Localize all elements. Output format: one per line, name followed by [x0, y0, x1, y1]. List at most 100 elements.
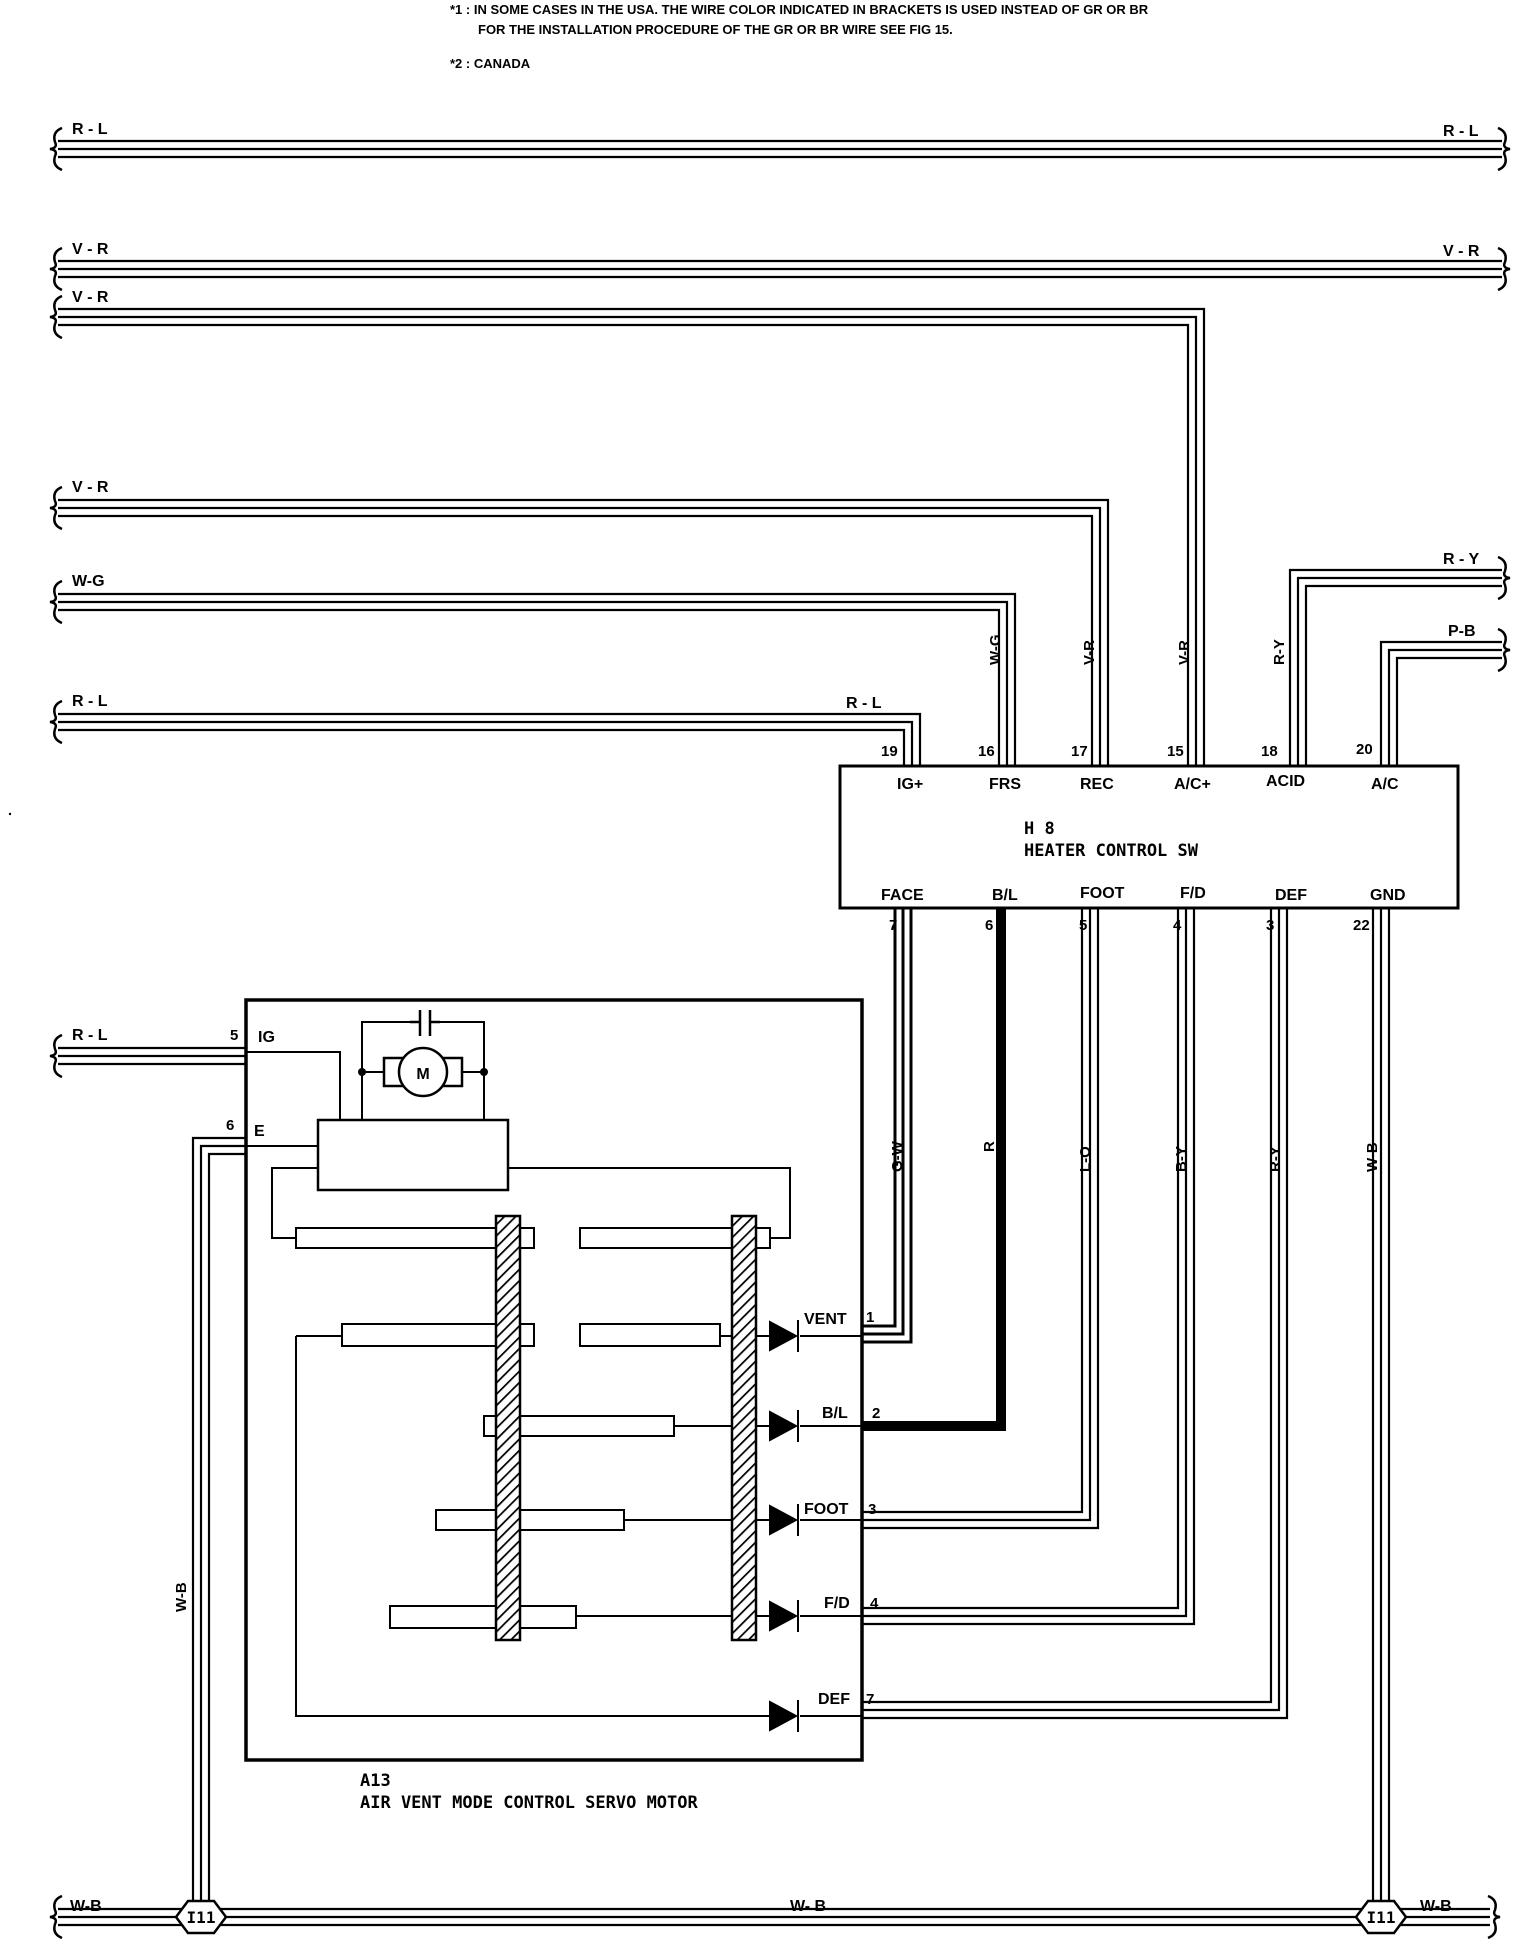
- diode-b-l-icon: [769, 1410, 799, 1442]
- label-r-l-ig-left: R - L: [72, 693, 108, 710]
- slider-bar-left: [494, 1214, 522, 1642]
- footnote-1: *1 : IN SOME CASES IN THE USA. THE WIRE …: [450, 2, 1149, 17]
- mode-wires: [58, 908, 1490, 1927]
- servo-motor: 5 IG 6 E: [226, 998, 880, 1813]
- wire-w-g: [58, 592, 1017, 766]
- term-gnd: GND: [1370, 887, 1406, 904]
- break-right-pb: [1497, 627, 1511, 673]
- term-f-d: F/D: [1180, 885, 1206, 902]
- switch-box: [838, 764, 1460, 910]
- diode-def-icon: [769, 1700, 799, 1732]
- break-left-2: [49, 246, 63, 292]
- wire-w-b-gnd: [1371, 908, 1391, 1918]
- break-right-1: [1497, 126, 1511, 172]
- wire-r-l-servo-ig: [58, 1046, 246, 1066]
- servo-id: A13: [360, 1771, 391, 1791]
- servo-term-f-d: F/D: [824, 1595, 850, 1612]
- servo-term-def: DEF: [818, 1691, 850, 1708]
- pin-19: 19: [881, 743, 898, 760]
- term-ac-plus: A/C+: [1174, 776, 1211, 793]
- pin-15: 15: [1167, 743, 1184, 760]
- wire-g-w-face: [862, 908, 913, 1344]
- control-unit: [316, 1118, 510, 1192]
- footnote-2: *2 : CANADA: [450, 56, 531, 71]
- label-v-r-2-vert: V-R: [1176, 640, 1193, 665]
- servo-pin-6: 6: [226, 1117, 234, 1134]
- wire-breaks: [49, 126, 1511, 1940]
- term-def: DEF: [1275, 887, 1307, 904]
- term-b-l: B/L: [992, 887, 1018, 904]
- servo-pin-2: 2: [872, 1405, 880, 1422]
- term-frs: FRS: [989, 776, 1021, 793]
- motor-icon: M: [358, 1046, 488, 1098]
- junction-left: I11: [174, 1899, 228, 1935]
- break-right-ry: [1497, 555, 1511, 601]
- label-b-y-vert: B-Y: [1173, 1146, 1190, 1172]
- wire-v-r-1: [58, 259, 1502, 279]
- label-p-b-right: P-B: [1448, 623, 1476, 640]
- break-right-bottom: [1487, 1894, 1501, 1940]
- wire-v-r-2: [58, 307, 1206, 766]
- pin-5: 5: [1079, 917, 1087, 934]
- label-w-b-e-vert: W-B: [173, 1582, 190, 1612]
- break-left-3: [49, 294, 63, 340]
- break-left-4: [49, 485, 63, 531]
- wire-l-o-foot: [862, 908, 1100, 1530]
- wire-w-b-e: [191, 1136, 246, 1918]
- wire-b-y-f-d: [862, 908, 1196, 1626]
- label-v-r-3-vert: V-R: [1081, 640, 1098, 665]
- servo-term-b-l: B/L: [822, 1405, 848, 1422]
- term-ig-plus: IG+: [897, 776, 923, 793]
- wire-r-b-l: [862, 908, 1006, 1431]
- pin-6: 6: [985, 917, 993, 934]
- label-r-y-right: R - Y: [1443, 551, 1479, 568]
- junction-right-label: I11: [1367, 1908, 1396, 1927]
- servo-pin-3: 3: [868, 1501, 876, 1518]
- speck: [8, 812, 12, 816]
- term-foot: FOOT: [1080, 885, 1125, 902]
- term-rec: REC: [1080, 776, 1114, 793]
- contact-plates: [295, 1227, 771, 1629]
- label-r-l-servo: R - L: [72, 1027, 108, 1044]
- wire-r-l-ig: [58, 712, 922, 766]
- switch-id: H 8: [1024, 819, 1055, 839]
- break-right-2: [1497, 246, 1511, 292]
- term-face: FACE: [881, 887, 924, 904]
- slider-bar-right: [730, 1214, 758, 1642]
- wire-r-y-def: [862, 908, 1289, 1720]
- label-r-l-top-left: R - L: [72, 121, 108, 138]
- break-left-1: [49, 126, 63, 172]
- pin-7: 7: [889, 917, 897, 934]
- servo-box: [244, 998, 864, 1762]
- break-left-ig: [49, 1033, 63, 1079]
- label-r-l-ig-mid: R - L: [846, 695, 882, 712]
- label-l-o-vert: L-O: [1077, 1146, 1094, 1172]
- wire-v-r-3: [58, 498, 1110, 766]
- pin-18: 18: [1261, 743, 1278, 760]
- label-w-b-bottom-left: W-B: [70, 1898, 102, 1915]
- label-r-vert: R: [981, 1141, 998, 1152]
- servo-pin-5: 5: [230, 1027, 238, 1044]
- diode-vent-icon: [769, 1320, 799, 1352]
- diode-f-d-icon: [769, 1600, 799, 1632]
- break-left-bottom: [49, 1894, 63, 1940]
- servo-pin-1: 1: [866, 1309, 874, 1326]
- label-v-r-1-left: V - R: [72, 241, 109, 258]
- servo-term-foot: FOOT: [804, 1501, 849, 1518]
- label-r-y-vert: R-Y: [1271, 639, 1288, 665]
- junction-right: I11: [1354, 1899, 1408, 1935]
- wire-r-y-acid: [1288, 568, 1502, 766]
- harness-wires: [58, 139, 1502, 1066]
- label-w-b-bottom-mid: W- B: [790, 1898, 826, 1915]
- term-ac: A/C: [1371, 776, 1399, 793]
- footnote-1-cont: FOR THE INSTALLATION PROCEDURE OF THE GR…: [478, 22, 953, 37]
- label-r-y-def-vert: R-Y: [1267, 1146, 1284, 1172]
- diodes: [769, 1320, 799, 1732]
- servo-pin-7: 7: [866, 1691, 874, 1708]
- wire-p-b-ac: [1379, 640, 1502, 766]
- servo-term-ig: IG: [258, 1029, 275, 1046]
- servo-pin-4: 4: [870, 1595, 879, 1612]
- capacitor-icon: [410, 1010, 440, 1036]
- wire-r-l-top: [58, 139, 1502, 159]
- servo-term-e: E: [254, 1123, 265, 1140]
